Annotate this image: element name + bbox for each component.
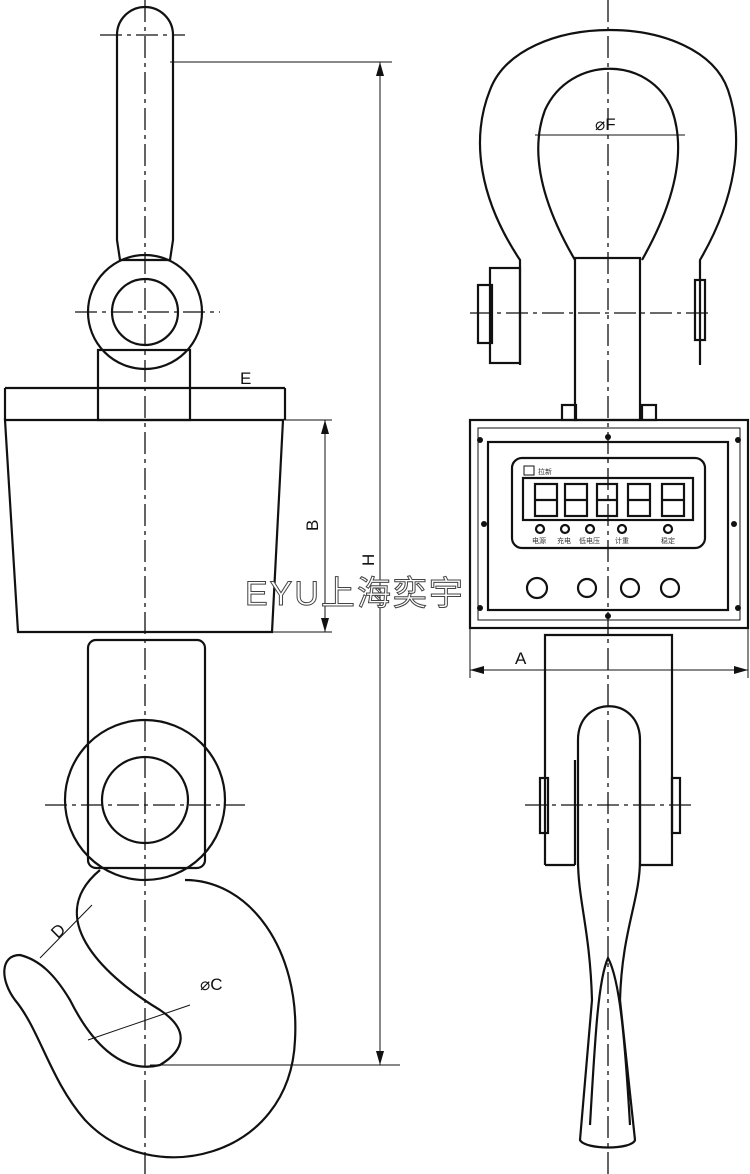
shackle-link xyxy=(115,5,175,262)
watermark: EYU上海奕宇 xyxy=(245,575,465,613)
shackle-bow xyxy=(478,29,738,365)
display-brand: 拉新 xyxy=(538,467,552,476)
indicator-label-charge: 充电 xyxy=(557,536,571,545)
dimension-c-label: ⌀C xyxy=(200,975,223,994)
dimension-e-label: E xyxy=(240,369,251,388)
button-1[interactable] xyxy=(525,576,549,600)
display-housing xyxy=(468,418,750,630)
front-hook xyxy=(576,705,642,1149)
indicator-led xyxy=(534,523,546,535)
dimension-c-line xyxy=(87,1004,191,1041)
side-view: E B H ⌀C D xyxy=(3,0,400,1174)
display-panel xyxy=(510,456,707,550)
button-3[interactable] xyxy=(619,577,641,599)
digit-display xyxy=(533,482,686,518)
indicator-label-stable: 稳定 xyxy=(661,536,675,545)
button-2[interactable] xyxy=(576,577,598,599)
hook xyxy=(3,869,297,1159)
dimension-f-label: ⌀F xyxy=(595,115,616,134)
digit-window xyxy=(521,476,695,522)
indicator-label-low-voltage: 低电压 xyxy=(579,536,600,545)
dimension-h-label: H xyxy=(359,554,378,566)
indicator-label-power: 电源 xyxy=(532,536,546,545)
dimension-d-label: D xyxy=(47,920,69,942)
indicator-label-weighing: 计重 xyxy=(615,536,629,545)
scale-body xyxy=(3,418,285,634)
dimension-a-label: A xyxy=(515,649,527,668)
button-4[interactable] xyxy=(659,577,681,599)
hook-clevis xyxy=(86,638,207,870)
pin-nut xyxy=(488,266,522,365)
dimension-b-label: B xyxy=(303,520,322,531)
dimension-d-line xyxy=(39,904,93,959)
front-view: ⌀F 拉新 电源 充电 低电压 计重 稳定 xyxy=(468,0,750,1174)
